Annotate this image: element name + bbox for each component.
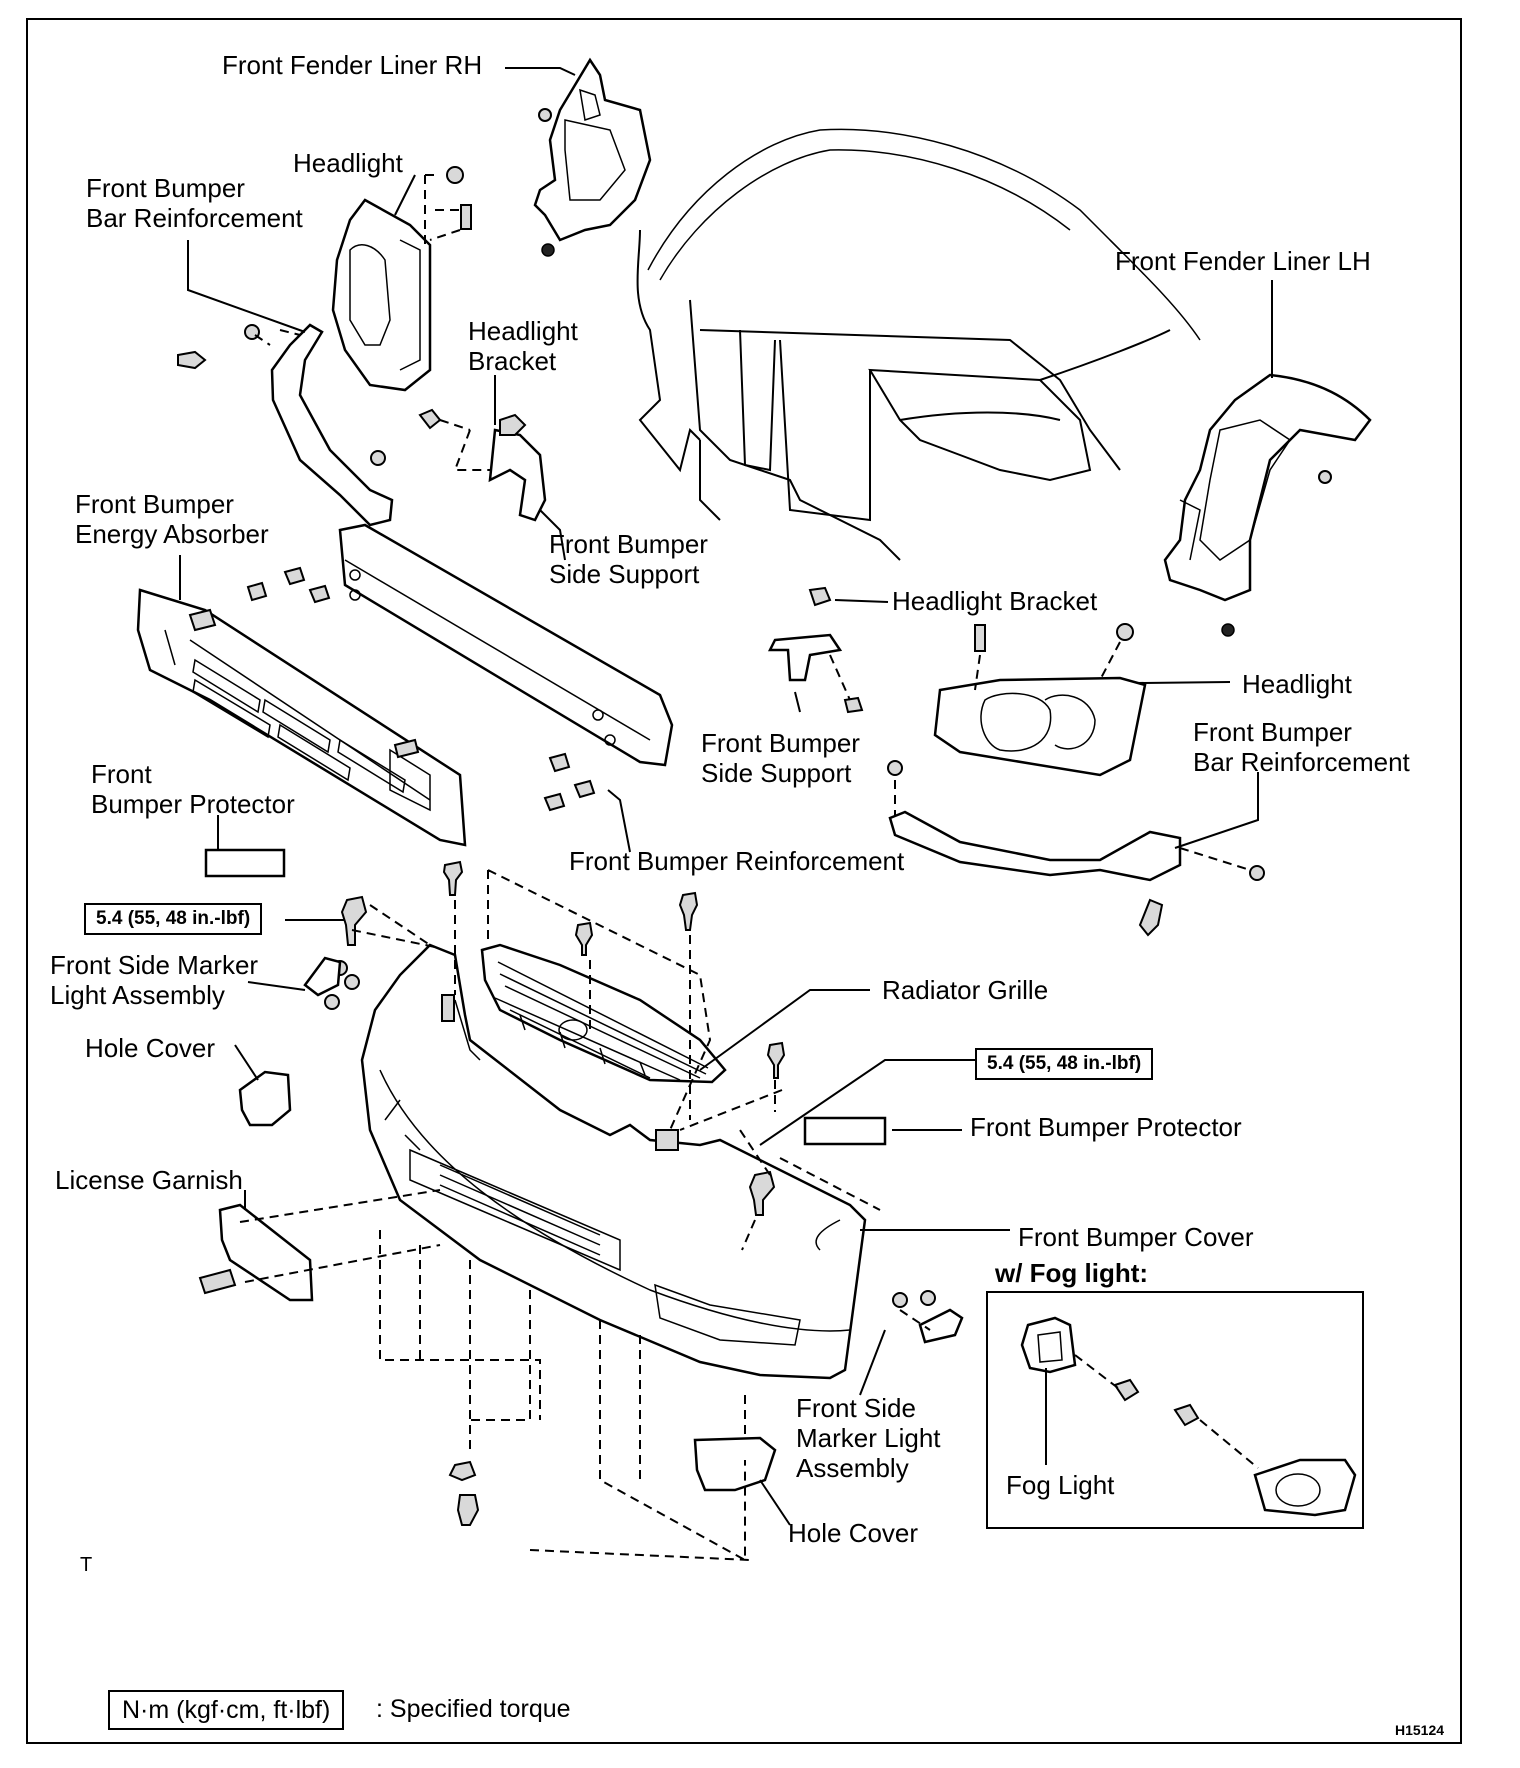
torque-unit-legend-box: N·m (kgf·cm, ft·lbf) [108, 1690, 345, 1730]
side-support-right-part [767, 586, 864, 714]
torque-spec-right: 5.4 (55, 48 in.-lbf) [975, 1048, 1154, 1080]
label-bar-reinforcement-left-line1: Front Bumper [86, 173, 245, 203]
license-garnish-part [218, 1203, 314, 1302]
label-bar-reinforcement-left-line2: Bar Reinforcement [86, 203, 303, 233]
label-protector-right: Front Bumper Protector [970, 1112, 1242, 1142]
label-fender-liner-lh: Front Fender Liner LH [1115, 246, 1371, 276]
label-radiator-grille: Radiator Grille [882, 975, 1049, 1005]
bumper-reinforcement-part [246, 523, 674, 812]
label-side-support-left-line1: Front Bumper [549, 529, 708, 559]
label-hole-cover-right: Hole Cover [788, 1518, 919, 1548]
side-support-left-part [418, 408, 547, 522]
label-side-support-left-line2: Side Support [549, 559, 700, 589]
label-protector-left-line2: Bumper Protector [91, 789, 295, 819]
headlight-left-part [331, 166, 472, 392]
bumper-protector-right-part [803, 1116, 887, 1146]
hole-cover-left-part [238, 1070, 292, 1127]
fender-liner-lh-part [1163, 373, 1372, 637]
label-headlight-right: Headlight [1242, 669, 1352, 699]
label-bar-reinforcement-right-line2: Bar Reinforcement [1193, 747, 1410, 777]
leader-lines [179, 67, 1273, 1526]
bumper-cover-part [360, 943, 867, 1380]
hole-cover-right-part [693, 1436, 777, 1492]
label-side-marker-right-line1: Front Side [796, 1393, 916, 1423]
label-fender-liner-rh: Front Fender Liner RH [222, 50, 483, 80]
label-fog-light: Fog Light [1006, 1470, 1115, 1500]
label-protector-left-line1: Front [91, 759, 152, 789]
label-side-marker-right-line2: Marker Light [796, 1423, 941, 1453]
label-side-support-right-line1: Front Bumper [701, 728, 860, 758]
label-bar-reinforcement-right-line1: Front Bumper [1193, 717, 1352, 747]
figure-number: H15124 [1395, 1722, 1445, 1738]
label-bumper-cover: Front Bumper Cover [1018, 1222, 1254, 1252]
diagram-frame [26, 18, 1462, 1744]
fender-liner-rh-part [533, 57, 652, 257]
corner-mark: T [80, 1554, 93, 1576]
bumper-protector-left-part [204, 848, 286, 878]
label-headlight-bracket-left-line1: Headlight [468, 316, 578, 346]
assembly-lines [239, 869, 931, 1562]
label-fog-light-variant: w/ Fog light: [995, 1258, 1149, 1288]
fog-light-inset-art [986, 1291, 1364, 1529]
label-hole-cover-left: Hole Cover [85, 1033, 216, 1063]
side-marker-left-part [303, 956, 342, 997]
energy-absorber-part [136, 588, 467, 847]
bar-reinforcement-left-part [177, 323, 394, 527]
label-side-support-right-line2: Side Support [701, 758, 852, 788]
torque-unit-legend-text: : Specified torque [376, 1695, 571, 1723]
label-side-marker-left-line2: Light Assembly [50, 980, 225, 1010]
headlight-right-part [933, 623, 1147, 777]
label-license-garnish: License Garnish [55, 1165, 243, 1195]
fasteners [198, 860, 936, 1526]
label-headlight-left: Headlight [293, 148, 403, 178]
bar-reinforcement-right-part [887, 760, 1265, 937]
label-bumper-reinforcement: Front Bumper Reinforcement [569, 846, 905, 876]
label-side-marker-left-line1: Front Side Marker [50, 950, 259, 980]
radiator-grille-part [480, 943, 727, 1084]
side-marker-right-part [918, 1308, 964, 1344]
label-energy-absorber-line2: Energy Absorber [75, 519, 269, 549]
torque-spec-left: 5.4 (55, 48 in.-lbf) [84, 903, 263, 935]
label-headlight-bracket-right: Headlight Bracket [892, 586, 1098, 616]
label-side-marker-right-line3: Assembly [796, 1453, 909, 1483]
vehicle-body-outline [636, 128, 1201, 561]
label-energy-absorber-line1: Front Bumper [75, 489, 234, 519]
label-headlight-bracket-left-line2: Bracket [468, 346, 557, 376]
